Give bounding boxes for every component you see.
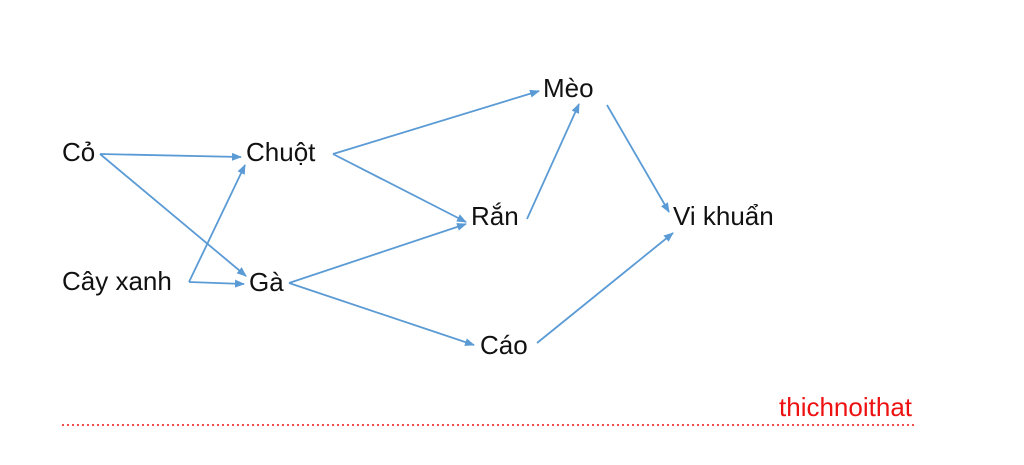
edge-co-ga [99, 153, 247, 277]
edge-ga-cao [288, 282, 475, 346]
edge-meo-vikhuan [606, 104, 670, 213]
node-co: Cỏ [62, 137, 95, 167]
edge-cao-vikhuan [536, 232, 674, 344]
edge-ga-ran [288, 223, 467, 284]
node-cay-xanh: Cây xanh [62, 266, 172, 296]
node-ran: Rắn [471, 201, 519, 231]
node-vi-khuan: Vi khuẩn [673, 201, 774, 231]
edge-cayxanh-ga [188, 279, 245, 288]
node-meo: Mèo [543, 73, 594, 103]
edge-cayxanh-chuot [188, 164, 246, 283]
edge-ran-meo [526, 103, 580, 220]
edge-co-chuot [99, 152, 242, 161]
node-chuot: Chuột [246, 137, 316, 167]
edge-chuot-meo [332, 89, 540, 155]
watermark-text: thichnoithat [779, 392, 913, 422]
edges-group [99, 89, 674, 346]
watermark: thichnoithat [62, 392, 914, 426]
node-ga: Gà [249, 267, 284, 297]
edge-chuot-ran [332, 153, 467, 223]
node-cao: Cáo [480, 330, 528, 360]
nodes-group: Cỏ Cây xanh Chuột Gà Mèo Rắn Cáo Vi khuẩ… [62, 73, 774, 360]
